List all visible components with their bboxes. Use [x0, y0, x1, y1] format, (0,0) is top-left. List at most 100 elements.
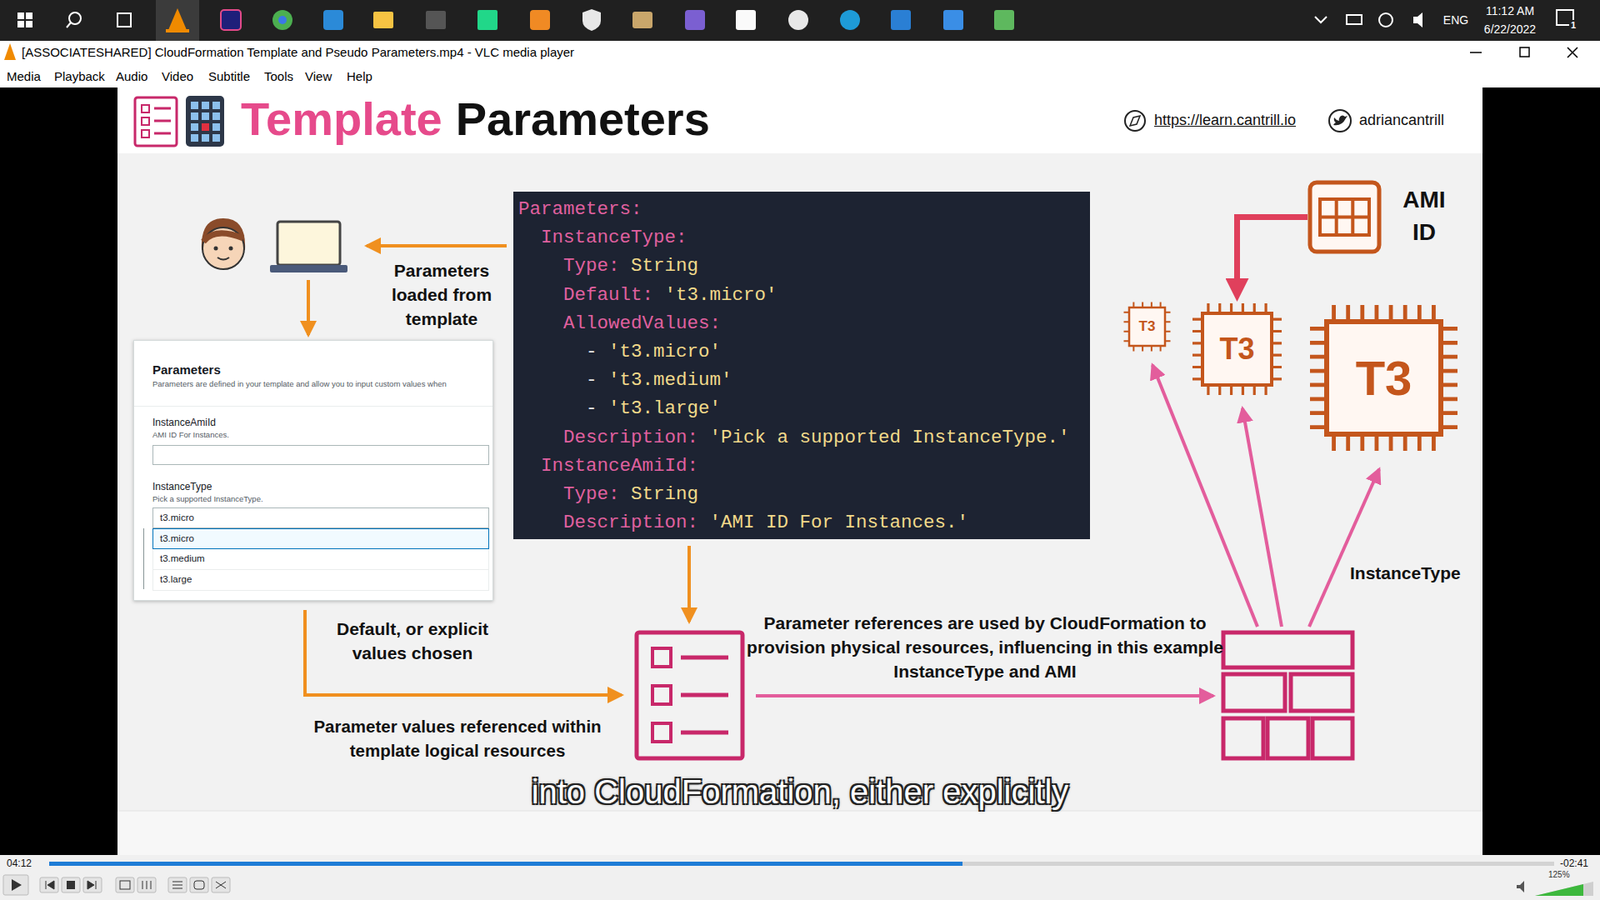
arrow-label: InstanceType — [1350, 563, 1461, 584]
person-eye — [214, 246, 219, 251]
template-icon — [652, 648, 671, 667]
menu-item: Subtitle — [208, 69, 250, 84]
template-icon — [135, 97, 177, 146]
person-hair — [203, 233, 244, 242]
code-token: 't3.large' — [608, 394, 721, 423]
code-token: 't3.micro' — [665, 280, 778, 310]
template-icon — [652, 723, 671, 742]
panel-text: Pick a supported InstanceType. — [152, 494, 264, 504]
ami-icon-grid — [1320, 199, 1370, 235]
person-eye — [229, 246, 234, 251]
code-token: Description: — [563, 423, 699, 452]
template-icon — [636, 632, 743, 759]
app-icon — [220, 10, 241, 30]
compass-icon — [1130, 115, 1140, 126]
slide-title: Template — [240, 94, 443, 145]
dropdown-option: t3.medium — [152, 549, 490, 570]
taskbar — [0, 0, 1600, 41]
menu-item: Audio — [115, 69, 148, 84]
slide-title: Parameters — [455, 94, 710, 145]
instance-type-arrow — [1242, 408, 1282, 627]
fullscreen-button — [115, 877, 135, 893]
app-icon — [994, 10, 1015, 30]
panel-heading: Parameters — [152, 362, 221, 377]
keypad-dot — [201, 123, 210, 131]
ami-icon-grid — [1320, 199, 1370, 235]
app-icon — [425, 10, 446, 30]
step-note: Parameter references are used by CloudFo… — [743, 610, 1227, 684]
twitter-icon — [1333, 115, 1348, 126]
loop-button — [190, 877, 209, 893]
keypad-dot — [201, 112, 210, 120]
step-note: Parameter values referenced within templ… — [299, 714, 616, 763]
ami-icon-frame — [1310, 182, 1380, 252]
code-token: InstanceAmiId: — [540, 451, 699, 480]
menu-item: Video — [161, 69, 194, 84]
app-icon — [272, 10, 293, 30]
text-input — [152, 445, 490, 465]
code-token: Description: — [563, 508, 699, 537]
instance-type-arrow — [1309, 469, 1380, 627]
template-icon — [141, 130, 150, 138]
active-app-highlight — [155, 0, 200, 41]
windows-logo — [25, 12, 33, 20]
video-area — [0, 87, 1600, 855]
ami-icon-shape — [1307, 180, 1382, 255]
settings-button — [137, 877, 156, 893]
template-icon — [652, 685, 671, 705]
keypad-dot — [212, 101, 220, 110]
dropdown-option: t3.large — [152, 570, 490, 591]
task-view-icon — [117, 13, 131, 27]
code-token: - — [585, 337, 598, 366]
app-icon — [477, 10, 498, 30]
notification-count: 1 — [1569, 20, 1578, 30]
progress-track — [49, 861, 1555, 866]
flow-arrow — [687, 545, 691, 622]
code-token: Parameters: — [518, 195, 643, 224]
menu-bar — [0, 65, 1600, 88]
laptop-base — [270, 265, 348, 273]
stack-icon — [1312, 718, 1353, 759]
parameters-icon — [190, 101, 220, 142]
stop-button — [61, 877, 80, 893]
vlc-icon — [165, 29, 190, 33]
code-token: String — [630, 251, 699, 280]
icon-heading: AMI ID — [1390, 183, 1458, 249]
code-token: Type: — [563, 251, 620, 280]
controls-bar — [0, 855, 1600, 900]
ami-icon: AMI ID — [1307, 180, 1382, 255]
elapsed-time: 04:12 — [6, 857, 32, 870]
volume-slider — [1535, 881, 1594, 896]
compass-icon — [1125, 110, 1145, 131]
progress-fill — [49, 861, 963, 866]
stack-icon — [1223, 718, 1264, 759]
code-token: AllowedValues: — [563, 309, 721, 338]
stack-icon — [1223, 632, 1353, 668]
website-link: https://learn.cantrill.io — [1154, 111, 1296, 130]
code-token: String — [630, 480, 699, 509]
template-icon — [154, 108, 171, 134]
app-icon — [788, 10, 809, 30]
menu-item: Playback — [54, 69, 105, 84]
panel-text: Parameters are defined in your template … — [152, 379, 447, 389]
code-token: 'AMI ID For Instances.' — [710, 508, 970, 537]
settings-button — [142, 880, 151, 890]
menu-item: Help — [346, 69, 373, 84]
prev-button — [40, 877, 59, 893]
code-token: 't3.micro' — [608, 337, 721, 366]
twitter-handle: adriancantrill — [1359, 111, 1445, 130]
remaining-time: -02:41 — [1560, 857, 1589, 870]
dropdown-option: t3.micro — [152, 507, 490, 529]
search-icon — [66, 22, 71, 28]
keypad-dot — [190, 112, 199, 120]
chip-label: T3 — [1305, 300, 1463, 456]
menu-item: View — [305, 69, 332, 84]
keypad-dot — [212, 123, 220, 131]
minimize-button — [1470, 51, 1482, 54]
vlc-icon — [168, 8, 187, 30]
next-button — [83, 877, 102, 893]
speaker-icon — [1413, 12, 1423, 28]
flow-arrow — [366, 244, 507, 248]
menu-item: Tools — [264, 69, 294, 84]
